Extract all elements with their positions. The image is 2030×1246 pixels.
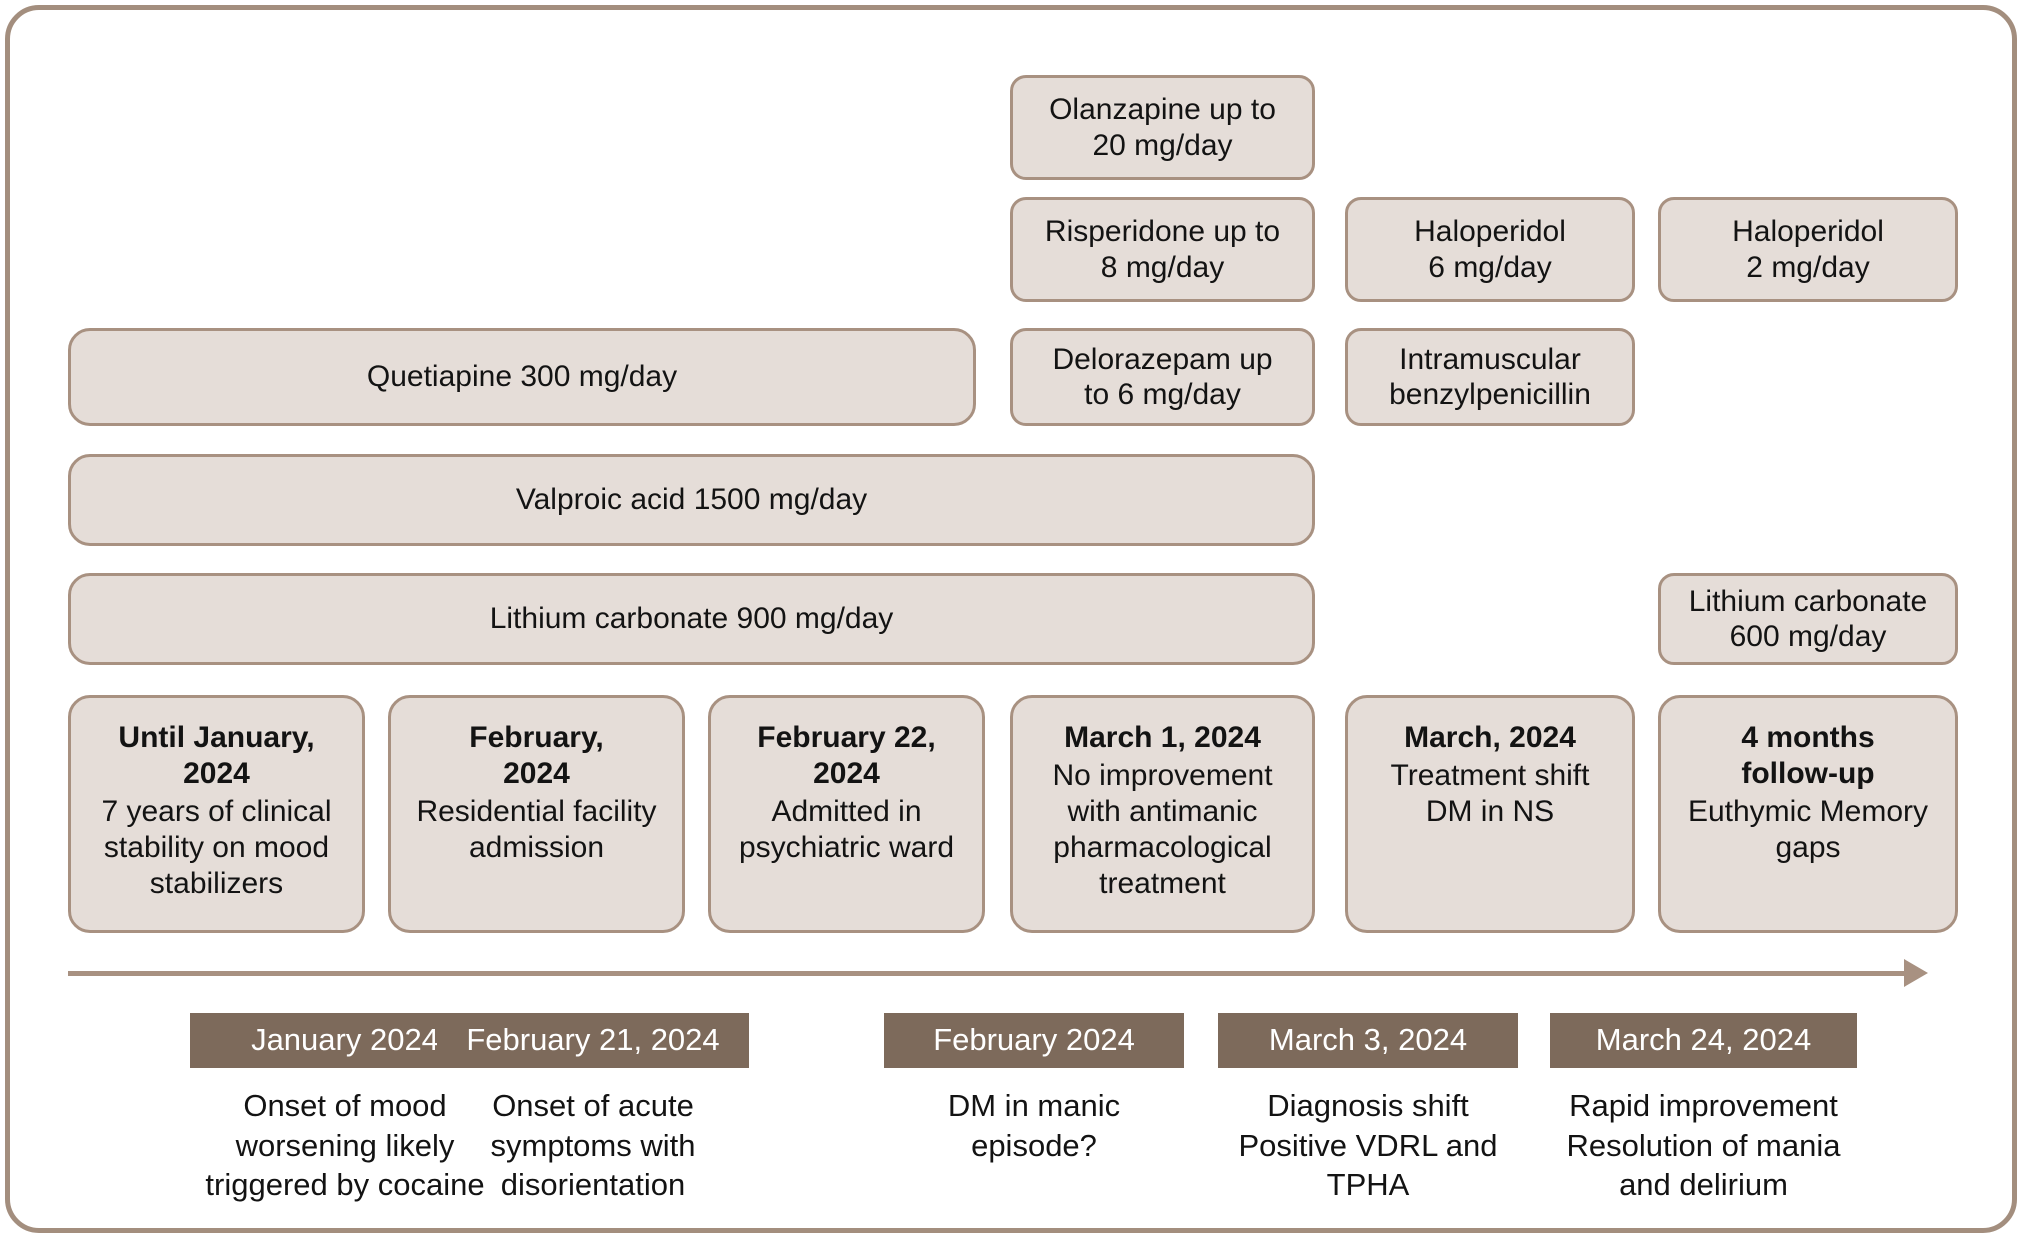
medication-box-haloperidol-2mg: Haloperidol 2 mg/day bbox=[1658, 197, 1958, 302]
event-description: Admitted in psychiatric ward bbox=[738, 795, 955, 864]
medication-box-lithium-900mg: Lithium carbonate 900 mg/day bbox=[68, 573, 1315, 665]
medication-name: Intramuscular bbox=[1399, 342, 1581, 376]
event-description: Residential facility admission bbox=[416, 795, 657, 864]
medication-dose: 6 mg/day bbox=[1428, 250, 1552, 284]
event-card: March 1, 2024 No improvement with antima… bbox=[1010, 695, 1315, 933]
medication-box-valproic-acid: Valproic acid 1500 mg/day bbox=[68, 454, 1315, 546]
timeline-caption: Diagnosis shift Positive VDRL and TPHA bbox=[1238, 1088, 1498, 1203]
timeline-caption: Rapid improvement Resolution of mania an… bbox=[1566, 1088, 1841, 1203]
medication-box-delorazepam: Delorazepam up to 6 mg/day bbox=[1010, 328, 1315, 426]
medication-name: Risperidone up to bbox=[1044, 215, 1281, 249]
medication-name: Haloperidol bbox=[1414, 215, 1566, 249]
medication-dose: 2 mg/day bbox=[1746, 250, 1870, 284]
event-date: 4 months follow-up bbox=[1741, 721, 1875, 790]
timeline-milestone: February 21, 2024 Onset of acute symptom… bbox=[437, 1013, 749, 1205]
timeline-date-chip: February 21, 2024 bbox=[437, 1013, 749, 1068]
medication-dose: benzylpenicillin bbox=[1389, 378, 1591, 411]
timeline-milestone: March 3, 2024 Diagnosis shift Positive V… bbox=[1218, 1013, 1518, 1205]
timeline-caption: DM in manic episode? bbox=[947, 1088, 1121, 1163]
event-card: March, 2024 Treatment shift DM in NS bbox=[1345, 695, 1635, 933]
medication-box-risperidone: Risperidone up to 8 mg/day bbox=[1010, 197, 1315, 302]
medication-dose: 600 mg/day bbox=[1729, 620, 1887, 653]
event-date: February 22, 2024 bbox=[757, 721, 936, 790]
medication-name: Valproic acid 1500 mg/day bbox=[515, 483, 868, 517]
event-date: February, 2024 bbox=[469, 721, 604, 790]
timeline-milestone: January 2024 Onset of mood worsening lik… bbox=[190, 1013, 500, 1205]
event-card: Until January, 2024 7 years of clinical … bbox=[68, 695, 365, 933]
timeline-date-chip: March 3, 2024 bbox=[1218, 1013, 1518, 1068]
event-description: Euthymic Memory gaps bbox=[1687, 795, 1929, 864]
medication-dose: to 6 mg/day bbox=[1084, 378, 1241, 411]
event-card: February, 2024 Residential facility admi… bbox=[388, 695, 685, 933]
timeline-milestone: March 24, 2024 Rapid improvement Resolut… bbox=[1550, 1013, 1857, 1205]
event-description: 7 years of clinical stability on mood st… bbox=[101, 795, 332, 900]
event-date: March 1, 2024 bbox=[1064, 721, 1261, 754]
medication-box-haloperidol-6mg: Haloperidol 6 mg/day bbox=[1345, 197, 1635, 302]
medication-box-lithium-600mg: Lithium carbonate 600 mg/day bbox=[1658, 573, 1958, 665]
timeline-caption: Onset of acute symptoms with disorientat… bbox=[490, 1088, 696, 1203]
medication-box-benzylpenicillin: Intramuscular benzylpenicillin bbox=[1345, 328, 1635, 426]
medication-box-quetiapine: Quetiapine 300 mg/day bbox=[68, 328, 976, 426]
medication-dose: 8 mg/day bbox=[1100, 250, 1225, 284]
medication-box-olanzapine: Olanzapine up to 20 mg/day bbox=[1010, 75, 1315, 180]
medication-name: Lithium carbonate bbox=[1688, 584, 1928, 618]
medication-name: Delorazepam up bbox=[1052, 342, 1273, 376]
event-date: March, 2024 bbox=[1404, 721, 1576, 754]
medication-name: Quetiapine 300 mg/day bbox=[366, 360, 678, 394]
event-card: 4 months follow-up Euthymic Memory gaps bbox=[1658, 695, 1958, 933]
timeline-arrow-head bbox=[1904, 959, 1928, 987]
event-description: No improvement with antimanic pharmacolo… bbox=[1052, 759, 1273, 900]
medication-name: Haloperidol bbox=[1732, 215, 1884, 249]
event-card: February 22, 2024 Admitted in psychiatri… bbox=[708, 695, 985, 933]
timeline-caption: Onset of mood worsening likely triggered… bbox=[205, 1088, 485, 1203]
timeline-milestone: February 2024 DM in manic episode? bbox=[884, 1013, 1184, 1165]
medication-name: Lithium carbonate 900 mg/day bbox=[489, 602, 894, 636]
timeline-date-chip: March 24, 2024 bbox=[1550, 1013, 1857, 1068]
event-date: Until January, 2024 bbox=[118, 721, 315, 790]
event-description: Treatment shift DM in NS bbox=[1390, 759, 1590, 828]
timeline-axis-line bbox=[68, 971, 1906, 976]
medication-name: Olanzapine up to bbox=[1049, 93, 1276, 127]
medication-dose: 20 mg/day bbox=[1092, 128, 1233, 162]
timeline-date-chip: February 2024 bbox=[884, 1013, 1184, 1068]
